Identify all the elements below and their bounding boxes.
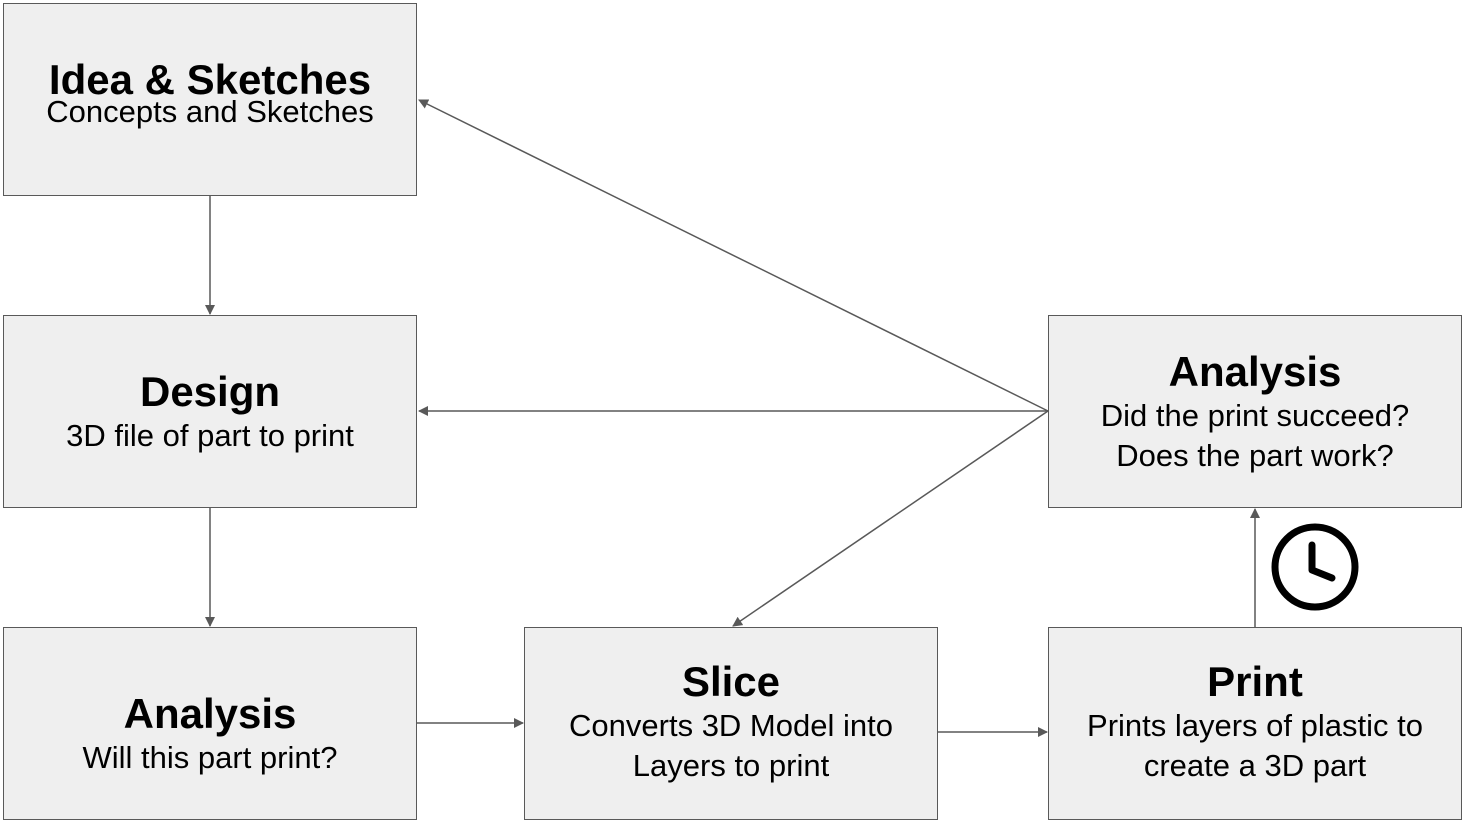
node-desc: Will this part print? [82, 739, 338, 775]
node-title: Print [1207, 658, 1303, 705]
node-title: Idea & Sketches [48, 55, 372, 103]
node-title: Analysis [123, 689, 297, 737]
node-print: Print Prints layers of plastic to create… [1048, 627, 1462, 820]
node-idea-sketches: Idea & Sketches Concepts and Sketches [3, 3, 417, 196]
node-desc-line-2: Does the part work? [1116, 438, 1394, 473]
node-desc: 3D file of part to print [66, 417, 354, 453]
node-analysis-printability: Analysis Will this part print? [3, 627, 417, 820]
node-desc-line-2: create a 3D part [1143, 748, 1367, 783]
node-desc: Concepts and Sketches [46, 93, 374, 129]
arrow-analysis-to-idea [418, 99, 1049, 412]
node-desc-line-1: Converts 3D Model into [569, 708, 893, 743]
node-title: Analysis [1168, 348, 1342, 395]
clock-icon [1271, 523, 1359, 611]
node-title: Slice [681, 658, 781, 705]
node-analysis-result: Analysis Did the print succeed? Does the… [1048, 315, 1462, 508]
node-design: Design 3D file of part to print [3, 315, 417, 508]
node-desc-line-1: Did the print succeed? [1100, 398, 1410, 433]
node-title: Design [139, 367, 281, 415]
node-slice: Slice Converts 3D Model into Layers to p… [524, 627, 938, 820]
arrow-analysis-to-slice-back [732, 410, 1049, 627]
node-desc-line-1: Prints layers of plastic to [1087, 708, 1423, 743]
node-desc-line-2: Layers to print [632, 748, 830, 783]
